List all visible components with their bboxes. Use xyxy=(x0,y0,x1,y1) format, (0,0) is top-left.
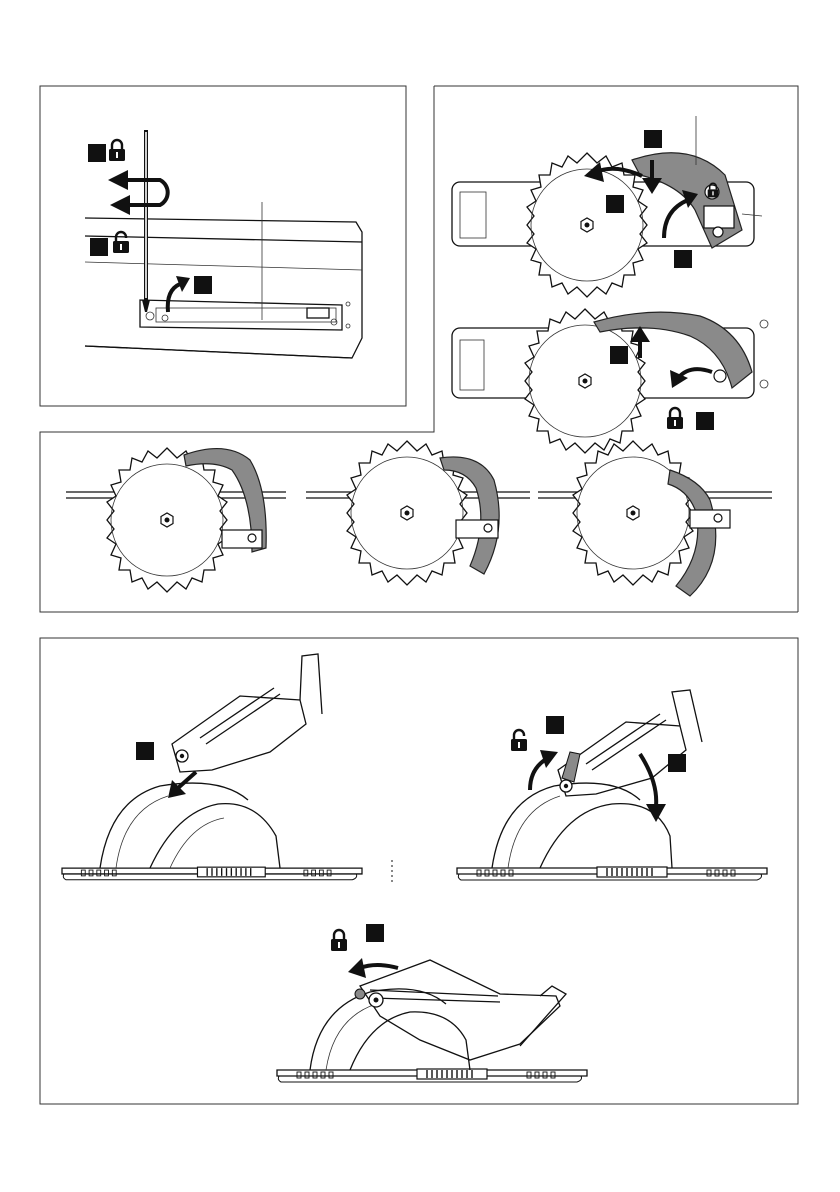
step-badge xyxy=(90,238,108,256)
mount-view-left xyxy=(62,654,392,884)
saw-blade-icon xyxy=(525,309,645,453)
step-badge xyxy=(696,412,714,430)
guard-position-2 xyxy=(347,441,499,585)
screwdriver-adjust-panel xyxy=(40,86,406,406)
guard-positions-panel xyxy=(66,441,772,596)
step-badge xyxy=(366,924,384,942)
guard-position-1 xyxy=(107,448,266,592)
guard-position-3 xyxy=(573,441,730,596)
step-badge xyxy=(88,144,106,162)
saw-blade-icon xyxy=(573,441,693,585)
step-badge xyxy=(136,742,154,760)
step-badge xyxy=(546,716,564,734)
step-badge xyxy=(606,195,624,213)
screwdriver-icon xyxy=(142,130,150,312)
mount-view-right xyxy=(457,690,767,880)
lock-icon xyxy=(109,140,125,161)
step-badge xyxy=(668,754,686,772)
lock-icon xyxy=(331,930,347,951)
direction-arrow-icon xyxy=(168,276,190,312)
step-badge xyxy=(674,250,692,268)
saw-housing-lower xyxy=(452,309,768,453)
lock-icon xyxy=(667,408,683,429)
riving-knife-mount-panel xyxy=(40,638,798,1104)
mount-view-center xyxy=(277,924,587,1082)
direction-arrow-icon xyxy=(108,170,168,215)
step-badge xyxy=(644,130,662,148)
saw-housing-upper xyxy=(452,116,762,297)
unlock-icon xyxy=(511,730,527,751)
step-badge xyxy=(194,276,212,294)
step-badge xyxy=(610,346,628,364)
unlock-icon xyxy=(113,232,129,253)
saw-blade-icon xyxy=(107,448,227,592)
